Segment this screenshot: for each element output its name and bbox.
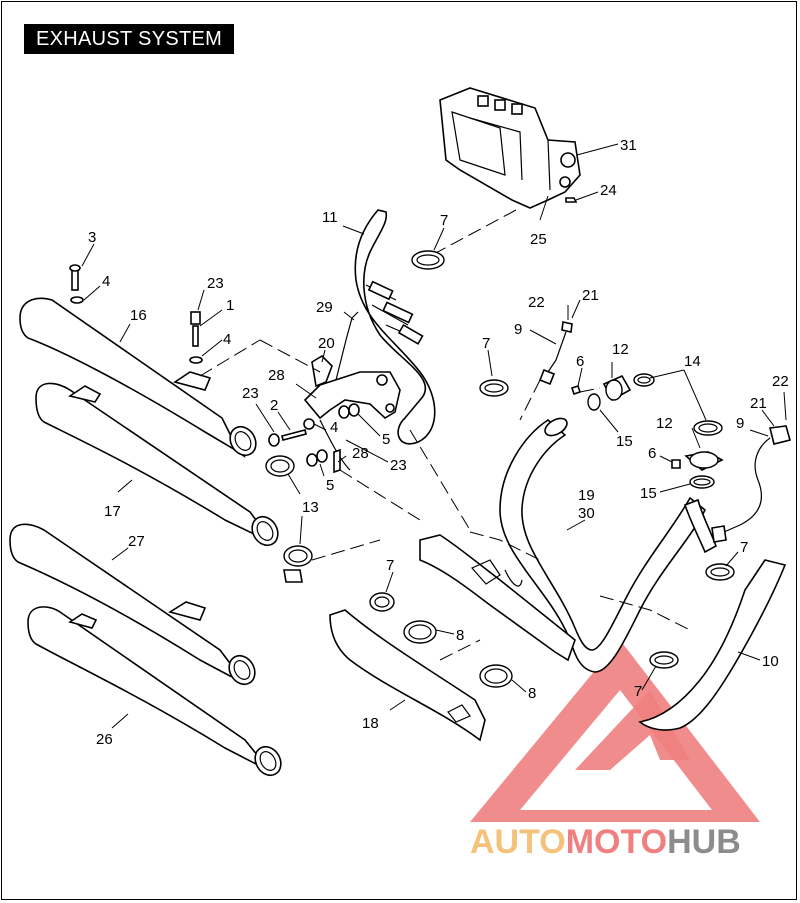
crossover-pipe [419,534,576,662]
callout-25: 25 [530,231,547,248]
callout-7-mid: 7 [482,335,490,352]
watermark-hub: HUB [667,823,741,861]
svg-text:AUTOMOTOHUB: AUTOMOTOHUB [470,823,741,861]
callout-28-top: 28 [268,367,285,384]
watermark-triangle [470,640,760,822]
callout-31: 31 [620,137,637,154]
callout-21-rear: 21 [750,395,767,412]
oxygen-sensor-rear [711,425,791,543]
callout-22-rear: 22 [772,373,789,390]
callout-18: 18 [362,715,379,732]
callout-30: 30 [578,505,595,522]
band-clamps [369,250,735,688]
callout-5-right: 5 [382,431,390,448]
callout-13: 13 [302,499,319,516]
catalyst-housing [439,87,581,209]
callout-9-front: 9 [514,321,522,338]
callout-12-bottom: 12 [656,415,673,432]
clamp-13 [265,455,313,583]
callout-23-right: 23 [390,457,407,474]
callout-22-front: 22 [528,294,545,311]
callout-16: 16 [130,307,147,324]
heat-shield-18 [329,609,486,742]
callout-2: 2 [270,397,278,414]
callout-11: 11 [322,209,338,226]
callout-27: 27 [128,533,145,550]
callout-6-bottom: 6 [648,445,656,462]
muffler-17 [35,382,279,547]
callout-labels: 31 24 25 11 7 3 4 23 1 4 16 29 20 28 23 … [88,137,789,748]
muffler-26 [27,606,282,777]
callout-21-front: 21 [582,287,599,304]
gaskets-rear [671,451,724,489]
callout-20: 20 [318,335,335,352]
callout-15-top: 15 [616,433,633,450]
callout-6-top: 6 [576,353,584,370]
callout-4-mid: 4 [223,331,231,348]
callout-8-lower: 8 [528,685,536,702]
callout-17: 17 [104,503,121,520]
callout-19: 19 [578,487,595,504]
rear-head-pipe [499,417,717,673]
oxygen-sensor-front [538,321,573,386]
watermark-auto: AUTO [470,823,566,861]
callout-1: 1 [226,297,234,314]
watermark-logo: AUTOMOTOHUB [470,640,760,861]
watermark-triangle-inner [575,690,690,770]
callout-14: 14 [684,353,701,370]
callout-28-bottom: 28 [352,445,369,462]
diagram-title: EXHAUST SYSTEM [24,24,235,54]
callout-24: 24 [600,182,617,199]
callout-29: 29 [316,299,333,316]
callout-23-top: 23 [207,275,224,292]
callout-7-bottom: 7 [634,683,642,700]
mounting-bracket [303,354,401,420]
fasteners [69,264,360,474]
heat-shield-10 [638,559,787,731]
callout-3: 3 [88,229,96,246]
callout-15-bottom: 15 [640,485,657,502]
muffler-27 [9,523,256,686]
watermark-moto: MOTO [566,823,667,861]
callout-7-lower-left: 7 [386,557,394,574]
callout-23-left: 23 [242,385,259,402]
callout-9-rear: 9 [736,415,744,432]
muffler-16 [19,297,257,458]
gaskets-front [570,373,723,436]
callout-4-bracket: 4 [330,419,338,436]
callout-4-left: 4 [102,273,110,290]
callout-8-upper: 8 [456,627,464,644]
callout-12-top: 12 [612,341,629,358]
callout-5-left: 5 [326,477,334,494]
callout-26: 26 [96,731,113,748]
callout-10: 10 [762,653,779,670]
callout-7-top: 7 [440,212,448,229]
callout-7-rear: 7 [740,539,748,556]
